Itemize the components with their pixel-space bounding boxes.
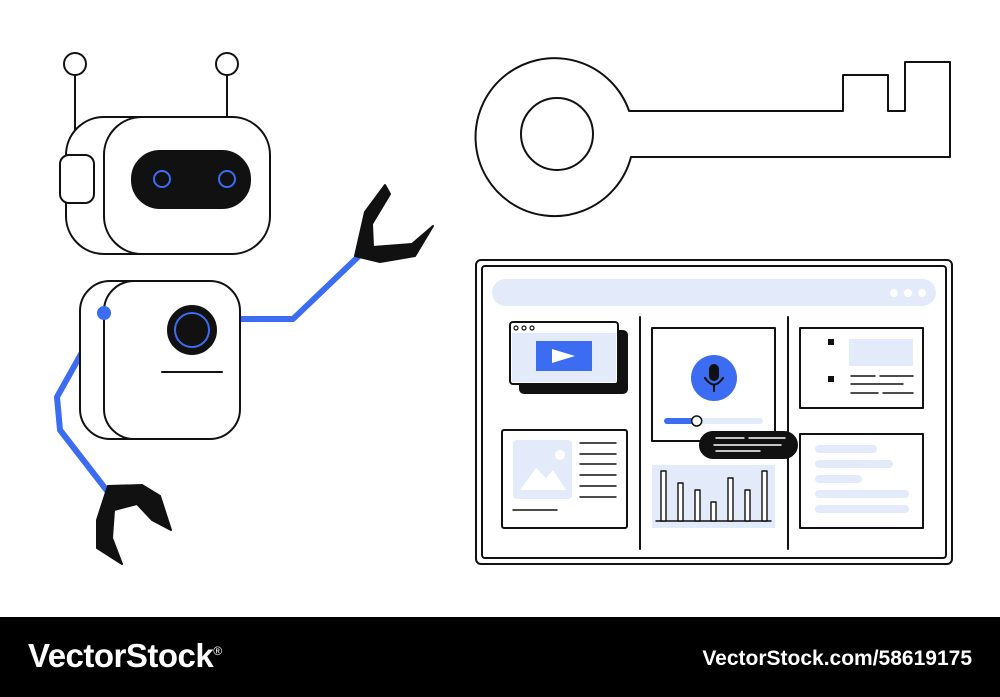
illustration (54, 52, 953, 565)
bar-chart-icon (652, 465, 775, 528)
bullet-list-card (799, 327, 924, 409)
footer-bar: VectorStock® VectorStock.com/58619175 (0, 617, 1000, 697)
video-play-icon (536, 341, 592, 371)
brand-logo: VectorStock® (28, 637, 222, 675)
robot-icon (54, 52, 434, 565)
antenna-right (215, 52, 239, 118)
image-id: VectorStock.com/58619175 (702, 647, 972, 670)
video-card (509, 321, 628, 394)
registered-mark: ® (213, 644, 222, 658)
audio-progress-knob (690, 415, 703, 427)
robot-body (79, 280, 241, 440)
text-blocks-card (799, 433, 924, 529)
robot-eye-left (153, 170, 171, 188)
more-dots-icon (890, 289, 926, 297)
audio-card (651, 327, 776, 442)
chat-bubble (699, 431, 798, 459)
robot-left-claw (96, 484, 172, 565)
dashboard-window (475, 259, 953, 565)
audio-progress-fill (664, 418, 694, 424)
image-card (501, 429, 628, 529)
microphone-icon (691, 355, 737, 401)
brand-name: VectorStock (28, 637, 214, 674)
robot-right-arm (235, 252, 363, 322)
key-icon (474, 57, 951, 218)
image-icon (513, 440, 572, 499)
antenna-left (63, 52, 87, 131)
robot-right-claw (354, 184, 434, 263)
robot-head (59, 116, 271, 255)
address-bar (492, 279, 936, 306)
robot-eye-right (218, 170, 236, 188)
